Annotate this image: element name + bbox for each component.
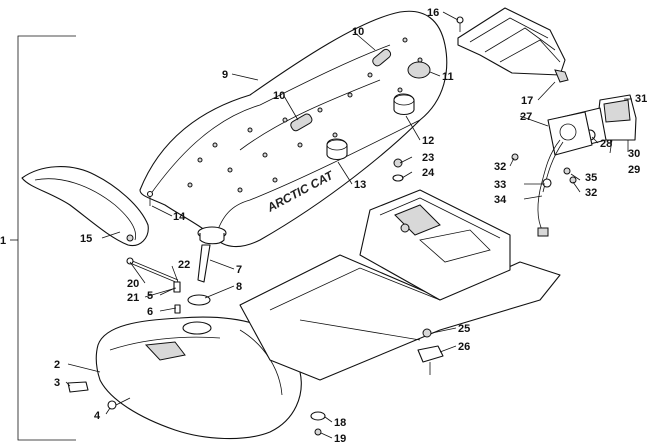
callout-35: 35 bbox=[585, 172, 597, 184]
fuel-sender bbox=[197, 226, 227, 283]
callout-21: 21 bbox=[127, 292, 139, 304]
bracket-27 bbox=[547, 111, 593, 156]
knob-12 bbox=[393, 93, 415, 116]
callout-3: 3 bbox=[54, 377, 60, 389]
fuel-fittings bbox=[126, 257, 181, 314]
wiring-harness bbox=[537, 139, 564, 237]
callout-8: 8 bbox=[236, 281, 242, 293]
callout-1: 1 bbox=[0, 235, 6, 247]
filler-neck bbox=[182, 321, 212, 335]
callout-18: 18 bbox=[334, 417, 346, 429]
callout-22: 22 bbox=[178, 259, 190, 271]
strap-front bbox=[290, 113, 313, 132]
callout-20: 20 bbox=[127, 278, 139, 290]
callout-17: 17 bbox=[521, 95, 533, 107]
screw-14 bbox=[146, 190, 154, 206]
callout-9: 9 bbox=[222, 69, 228, 81]
callout-34: 34 bbox=[494, 194, 507, 206]
callout-4: 4 bbox=[94, 410, 101, 422]
fuel-tank bbox=[95, 316, 302, 440]
screw-16 bbox=[456, 16, 464, 32]
leader-lines bbox=[65, 11, 632, 439]
callout-26: 26 bbox=[458, 341, 470, 353]
callout-10-front: 10 bbox=[273, 90, 285, 102]
mount-18-19 bbox=[310, 411, 326, 436]
callout-15: 15 bbox=[80, 233, 92, 245]
seat-cushion: ARCTIC CAT bbox=[139, 10, 448, 248]
callout-33: 33 bbox=[494, 179, 506, 191]
assembly-bracket bbox=[10, 35, 76, 441]
rear-cover bbox=[457, 7, 569, 83]
callout-10-rear: 10 bbox=[352, 26, 364, 38]
drain-plug bbox=[67, 381, 131, 410]
callout-14: 14 bbox=[173, 211, 186, 223]
screw-35 bbox=[563, 167, 571, 175]
callout-13: 13 bbox=[354, 179, 366, 191]
knob-13 bbox=[326, 138, 348, 161]
callout-11: 11 bbox=[442, 71, 454, 83]
callout-7: 7 bbox=[236, 264, 242, 276]
callout-16: 16 bbox=[427, 7, 439, 19]
callout-23: 23 bbox=[422, 152, 434, 164]
seat-pattern bbox=[187, 37, 423, 193]
callout-28: 28 bbox=[600, 138, 612, 150]
callout-30: 30 bbox=[628, 148, 640, 160]
storage-box bbox=[359, 189, 511, 301]
callout-5: 5 bbox=[147, 290, 153, 302]
callout-27: 27 bbox=[520, 111, 532, 123]
chassis-tray bbox=[239, 254, 561, 381]
mount-23-24 bbox=[392, 158, 404, 182]
cap-11 bbox=[407, 61, 431, 79]
callout-12: 12 bbox=[422, 135, 434, 147]
o-ring bbox=[187, 294, 211, 306]
grommet-33 bbox=[542, 178, 552, 188]
callout-25: 25 bbox=[458, 323, 470, 335]
callout-29: 29 bbox=[628, 164, 640, 176]
callout-32-right: 32 bbox=[585, 187, 597, 199]
strap-rear bbox=[372, 48, 392, 67]
callout-24: 24 bbox=[422, 167, 435, 179]
nut-32b bbox=[569, 176, 577, 184]
callout-6: 6 bbox=[147, 306, 153, 318]
nut-32a bbox=[511, 153, 519, 161]
callout-labels: 1 2 3 4 5 6 7 8 9 10 10 11 12 13 14 15 1… bbox=[0, 7, 647, 445]
callout-19: 19 bbox=[334, 433, 346, 445]
callout-32-left: 32 bbox=[494, 161, 506, 173]
callout-31: 31 bbox=[635, 93, 647, 105]
callout-2: 2 bbox=[54, 359, 60, 371]
side-panel bbox=[21, 166, 149, 247]
mount-25-26 bbox=[417, 328, 444, 375]
